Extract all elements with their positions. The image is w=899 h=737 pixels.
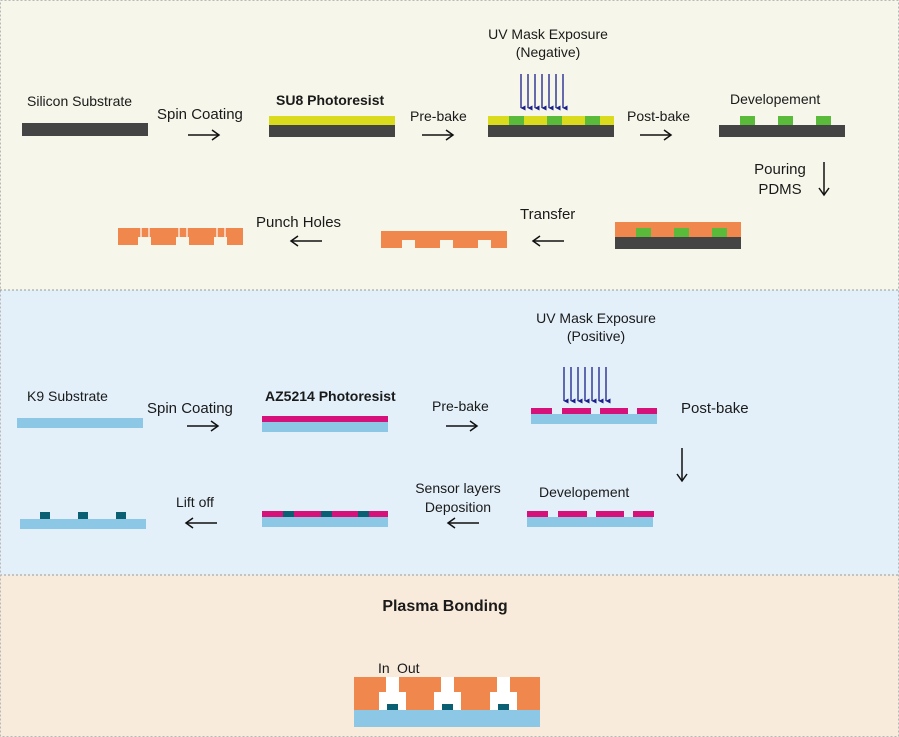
k9-substrate-layer: [20, 519, 146, 529]
arrow-right-icon: [640, 129, 673, 141]
arrow-right-icon: [422, 129, 455, 141]
az5214-resist-segment: [558, 511, 587, 517]
sensor-layer-pad: [283, 511, 294, 517]
label-development-1: Developement: [730, 91, 820, 107]
panel-sensor-background: [0, 290, 899, 575]
label-plasma-bonding: Plasma Bonding: [382, 598, 507, 615]
uv-light-arrows-icon: [520, 74, 568, 111]
az5214-resist-segment: [600, 408, 628, 414]
su8-mold-feature: [636, 228, 651, 237]
bonded-channel: [379, 692, 406, 710]
su8-mold-feature: [816, 116, 831, 125]
bonded-channel: [434, 692, 461, 710]
label-outlet: Out: [397, 660, 420, 676]
exposed-su8-pattern: [585, 116, 600, 125]
label-spin-coating-1: Spin Coating: [157, 106, 243, 123]
label-post-bake-2: Post-bake: [681, 400, 749, 417]
label-punch-holes: Punch Holes: [256, 214, 341, 231]
uv-light-arrows-icon: [563, 367, 611, 404]
arrow-left-icon: [289, 235, 322, 247]
pdms-channel-block: [381, 231, 507, 248]
az5214-resist-segment: [633, 511, 654, 517]
label-pre-bake-1: Pre-bake: [410, 108, 467, 124]
bonded-sensor-electrode: [442, 704, 453, 710]
arrow-left-icon: [446, 517, 479, 529]
bonded-k9-substrate: [354, 710, 540, 727]
exposed-su8-pattern: [547, 116, 562, 125]
bonded-sensor-electrode: [498, 704, 509, 710]
az5214-resist-segment: [596, 511, 624, 517]
k9-substrate-layer: [531, 414, 657, 424]
bonded-channel: [490, 692, 517, 710]
label-pouring-pdms-line2: PDMS: [758, 181, 801, 198]
az5214-resist-layer: [262, 416, 388, 422]
silicon-substrate-layer: [269, 125, 395, 137]
panel-su8-mold-background: [0, 0, 899, 290]
az5214-resist-segment: [562, 408, 591, 414]
label-spin-coating-2: Spin Coating: [147, 400, 233, 417]
sensor-layer-pad: [358, 511, 369, 517]
label-silicon-substrate: Silicon Substrate: [27, 93, 132, 109]
silicon-substrate-layer: [22, 123, 148, 136]
arrow-left-icon: [531, 235, 564, 247]
az5214-resist-segment: [637, 408, 657, 414]
silicon-substrate-layer: [719, 125, 845, 137]
label-transfer: Transfer: [520, 206, 575, 223]
k9-substrate-layer: [527, 517, 653, 527]
label-su8-photoresist: SU8 Photoresist: [276, 92, 384, 108]
outlet-port: [497, 677, 510, 692]
su8-mold-feature: [674, 228, 689, 237]
arrow-right-icon: [446, 420, 479, 432]
label-post-bake-1: Post-bake: [627, 108, 690, 124]
label-uv-negative-line2: (Negative): [516, 44, 581, 60]
su8-resist-layer: [269, 116, 395, 125]
arrow-right-icon: [188, 129, 221, 141]
k9-substrate-layer: [17, 418, 143, 428]
port-hole: [441, 677, 454, 692]
sensor-electrode: [40, 512, 50, 519]
k9-substrate-layer: [262, 517, 388, 527]
az5214-resist-segment: [531, 408, 552, 414]
panel-bonding: Plasma Bonding In Out: [354, 598, 540, 727]
label-sensor-deposition-line1: Sensor layers: [415, 480, 501, 496]
label-sensor-deposition-line2: Deposition: [425, 499, 491, 515]
k9-substrate-layer: [262, 422, 388, 432]
label-pouring-pdms-line1: Pouring: [754, 161, 806, 178]
su8-mold-feature: [740, 116, 755, 125]
label-uv-positive-line1: UV Mask Exposure: [536, 310, 656, 326]
exposed-su8-pattern: [509, 116, 524, 125]
sensor-layer-pad: [321, 511, 332, 517]
arrow-left-icon: [184, 517, 217, 529]
inlet-port: [386, 677, 399, 692]
su8-mold-feature: [778, 116, 793, 125]
bonded-sensor-electrode: [387, 704, 398, 710]
label-uv-negative-line1: UV Mask Exposure: [488, 26, 608, 42]
label-pre-bake-2: Pre-bake: [432, 398, 489, 414]
label-development-2: Developement: [539, 484, 629, 500]
label-uv-positive-line2: (Positive): [567, 328, 625, 344]
label-lift-off: Lift off: [176, 494, 214, 510]
panel-sensor: K9 Substrate Spin Coating AZ5214 Photore…: [17, 310, 749, 529]
panel-su8-mold: Silicon Substrate Spin Coating SU8 Photo…: [22, 26, 845, 249]
sensor-electrode: [116, 512, 126, 519]
silicon-substrate-layer: [615, 237, 741, 249]
label-inlet: In: [378, 660, 390, 676]
arrow-right-icon: [187, 420, 220, 432]
label-k9-substrate: K9 Substrate: [27, 388, 108, 404]
arrow-down-icon: [818, 162, 830, 197]
sensor-electrode: [78, 512, 88, 519]
arrow-down-icon: [676, 448, 688, 483]
silicon-substrate-layer: [488, 125, 614, 137]
label-az5214-photoresist: AZ5214 Photoresist: [265, 388, 396, 404]
az5214-resist-segment: [527, 511, 548, 517]
su8-mold-feature: [712, 228, 727, 237]
